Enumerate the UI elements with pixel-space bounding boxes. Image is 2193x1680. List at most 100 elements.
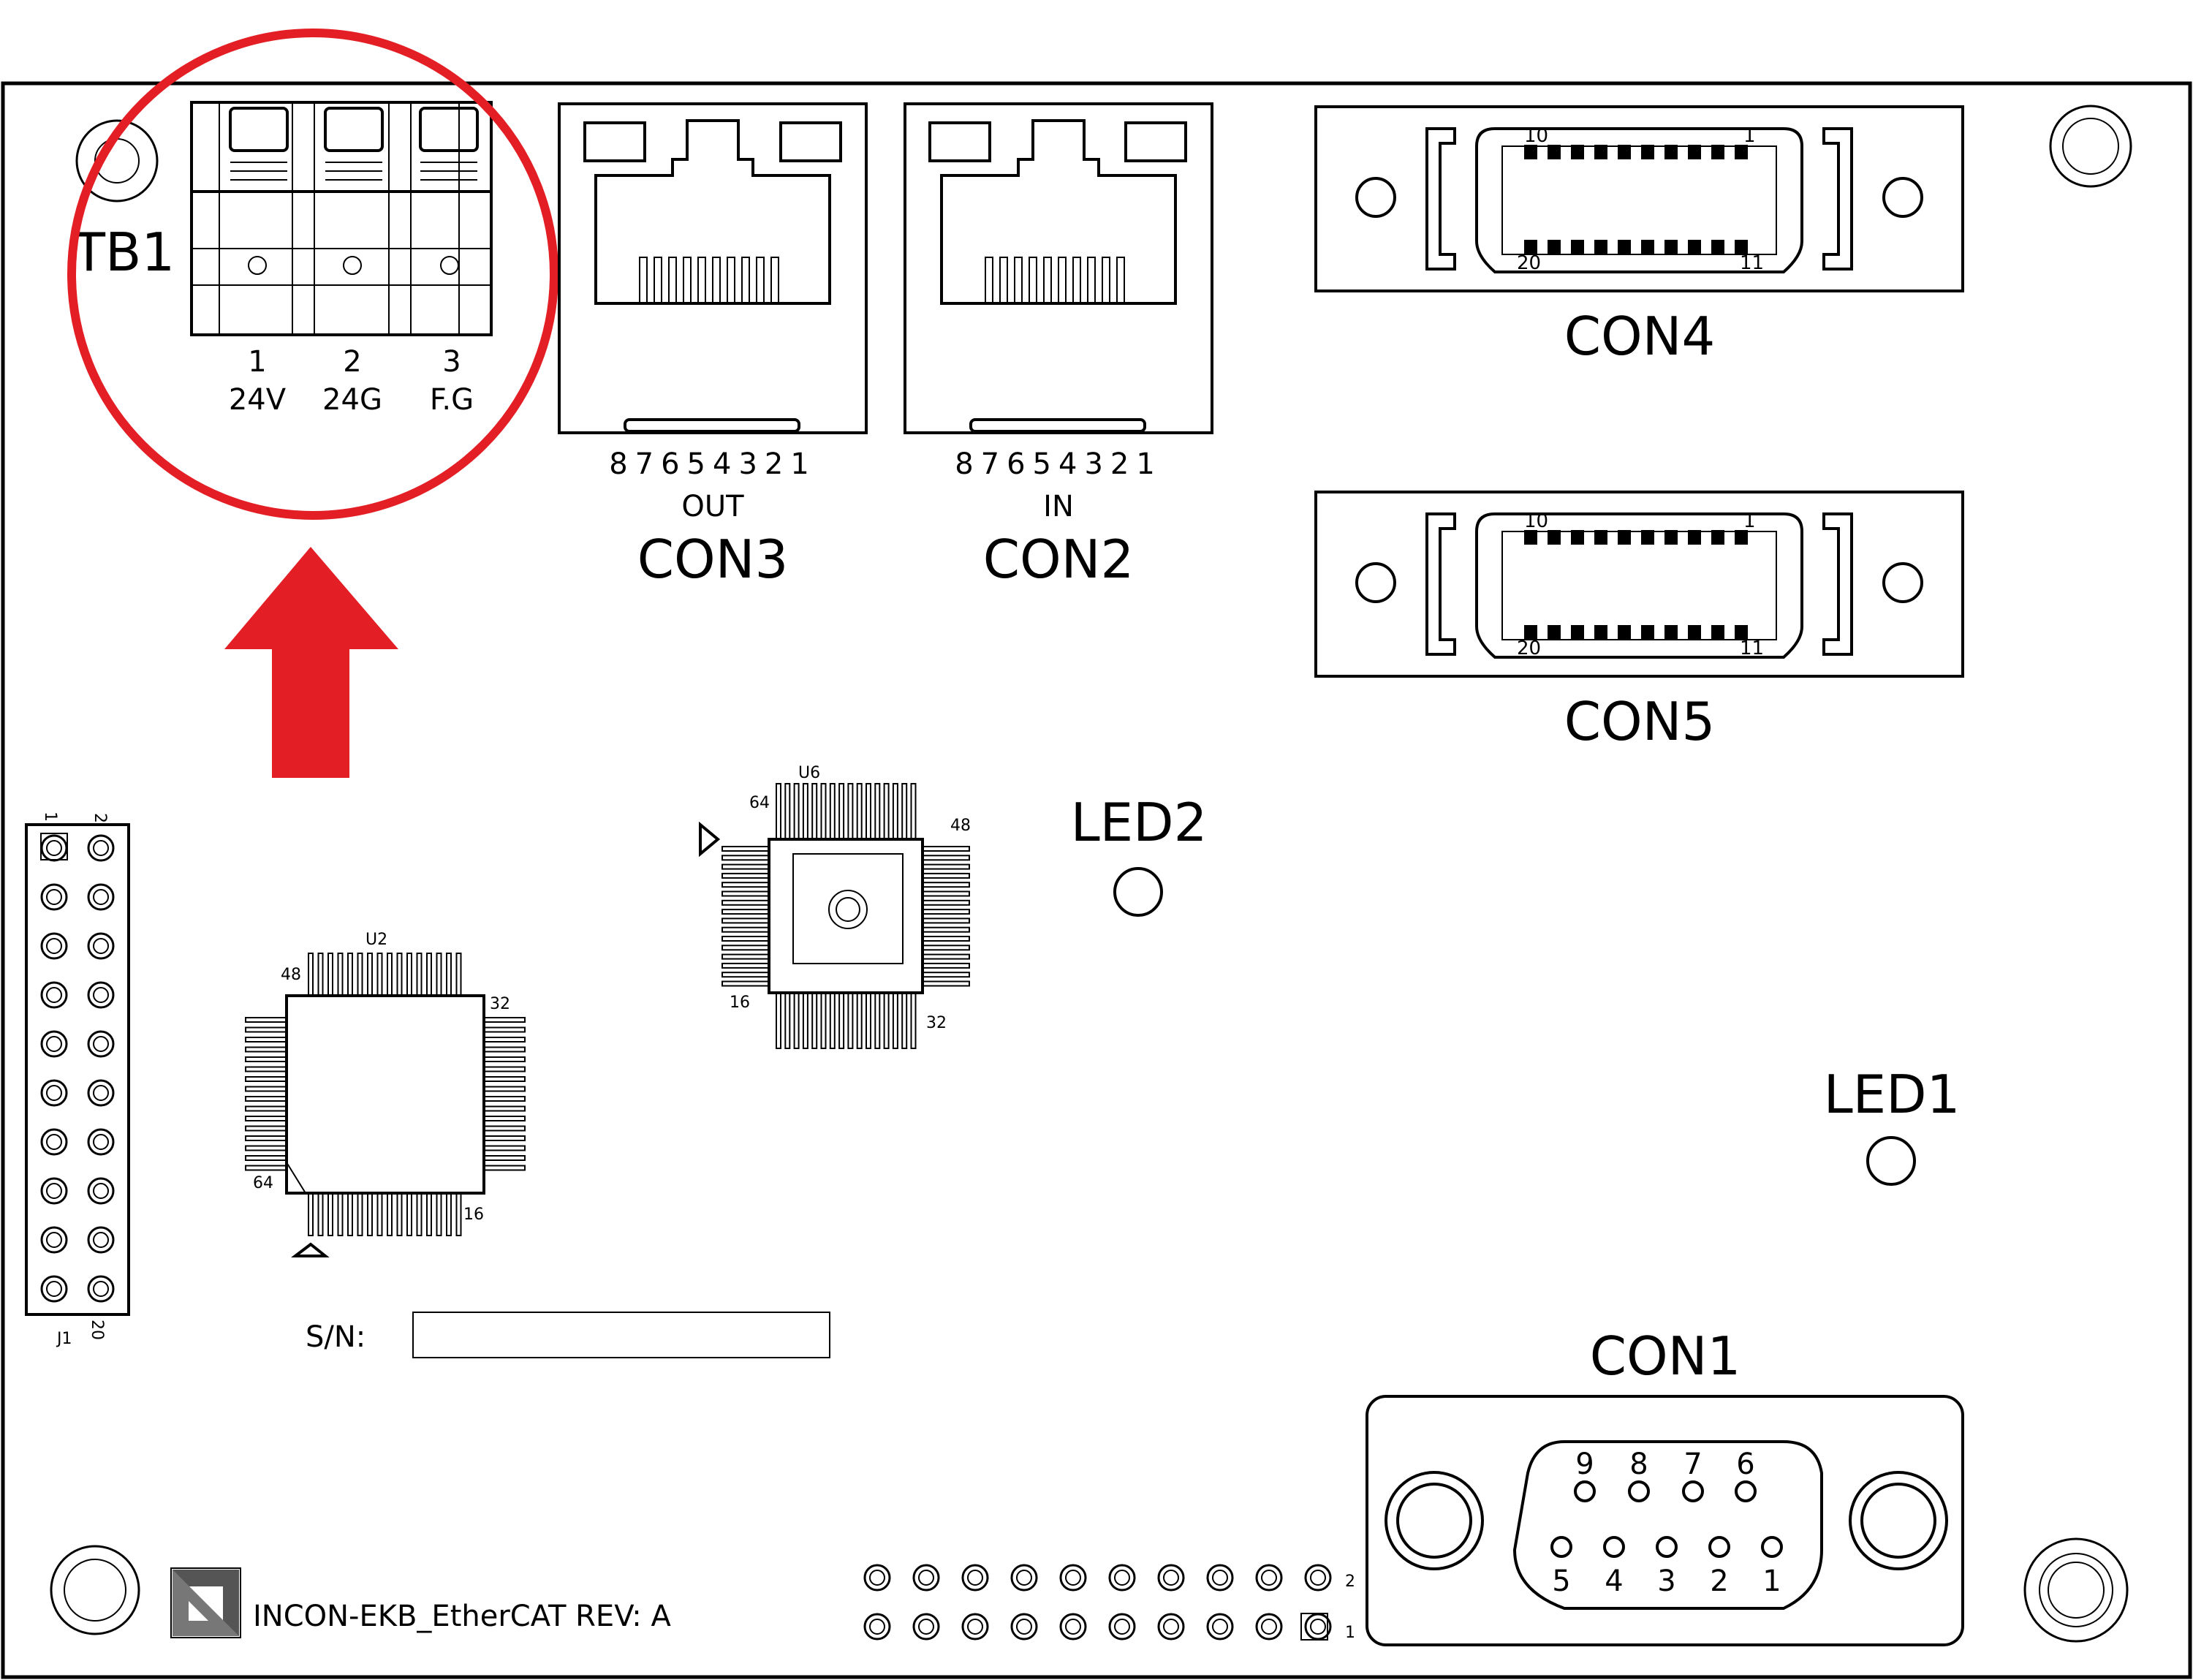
chip-lead bbox=[892, 783, 898, 840]
chip-lead bbox=[387, 1192, 393, 1236]
con5-connector bbox=[1314, 491, 1964, 678]
chip-lead bbox=[721, 909, 770, 915]
chip-lead bbox=[866, 992, 871, 1049]
u6-pin-64: 64 bbox=[749, 794, 770, 812]
header-pin bbox=[87, 1128, 115, 1156]
chip-lead bbox=[483, 1056, 526, 1062]
header-pin-hole bbox=[93, 1036, 109, 1052]
chip-lead bbox=[406, 1192, 412, 1236]
header-pin-hole bbox=[1261, 1570, 1277, 1586]
con4-pin-20: 20 bbox=[1517, 252, 1541, 274]
header-pin-hole bbox=[93, 889, 109, 905]
chip-lead bbox=[721, 890, 770, 897]
chip-lead bbox=[802, 992, 808, 1049]
manufacturer-logo bbox=[170, 1567, 241, 1638]
header-pin bbox=[1304, 1613, 1332, 1641]
chip-lead bbox=[829, 992, 836, 1049]
header-pin-hole bbox=[93, 1085, 109, 1101]
chip-lead bbox=[721, 962, 770, 969]
j1-pin-header bbox=[25, 823, 130, 1316]
chip-lead bbox=[245, 1145, 287, 1151]
chip-lead bbox=[856, 992, 863, 1049]
led2-label: LED2 bbox=[1071, 792, 1208, 853]
chip-lead bbox=[922, 890, 970, 897]
u2-chip bbox=[245, 953, 526, 1257]
u2-pin-48: 48 bbox=[281, 966, 301, 984]
header-pin-hole bbox=[93, 1183, 109, 1199]
chip-lead bbox=[436, 1192, 442, 1236]
header-pin bbox=[87, 834, 115, 862]
chip-lead bbox=[922, 926, 970, 933]
tb1-terminal-block bbox=[190, 101, 493, 336]
header-pin-hole bbox=[46, 1281, 62, 1297]
header-pin-hole bbox=[46, 1232, 62, 1248]
chip-lead bbox=[367, 953, 373, 996]
chip-lead bbox=[245, 1037, 287, 1043]
board-outline bbox=[1, 81, 2192, 1679]
con4-pin-1: 1 bbox=[1743, 125, 1756, 147]
chip-lead bbox=[483, 1066, 526, 1072]
header-pin bbox=[40, 1177, 68, 1205]
chip-lead bbox=[922, 953, 970, 960]
header-pin bbox=[40, 1226, 68, 1254]
chip-lead bbox=[820, 992, 827, 1049]
u6-pin-32: 32 bbox=[926, 1014, 947, 1032]
header-pin bbox=[40, 1079, 68, 1107]
header-pin-hole bbox=[1163, 1619, 1179, 1635]
chip-lead bbox=[308, 1192, 314, 1236]
chip-lead bbox=[721, 972, 770, 978]
chip-lead bbox=[245, 1116, 287, 1121]
chip-lead bbox=[455, 953, 462, 996]
chip-lead bbox=[245, 1056, 287, 1062]
con5-pin-10: 10 bbox=[1524, 510, 1548, 532]
con2-rj45-connector bbox=[904, 102, 1213, 434]
con1-pin-5: 5 bbox=[1552, 1564, 1570, 1598]
header-pin bbox=[87, 1079, 115, 1107]
chip-lead bbox=[245, 1155, 287, 1161]
chip-lead bbox=[483, 1086, 526, 1092]
u2-label: U2 bbox=[366, 931, 387, 949]
chip-lead bbox=[721, 872, 770, 879]
led2-pad bbox=[1113, 867, 1163, 917]
header-pin bbox=[87, 932, 115, 960]
chip-lead bbox=[327, 953, 333, 996]
header-pin bbox=[1108, 1564, 1136, 1592]
chip-lead bbox=[337, 953, 344, 996]
chip-lead bbox=[483, 1017, 526, 1023]
chip-lead bbox=[922, 962, 970, 969]
chip-lead bbox=[483, 1155, 526, 1161]
bottom-pin-header bbox=[863, 1564, 1332, 1641]
chip-lead bbox=[829, 783, 836, 840]
chip-lead bbox=[367, 1192, 373, 1236]
j1-label: J1 bbox=[56, 1330, 72, 1348]
bottom-header-pin-2: 2 bbox=[1345, 1573, 1355, 1591]
chip-lead bbox=[376, 953, 383, 996]
con1-pin-8: 8 bbox=[1629, 1448, 1648, 1481]
con3-direction: OUT bbox=[681, 490, 744, 523]
con1-pin-1: 1 bbox=[1762, 1564, 1781, 1598]
header-pin-hole bbox=[1114, 1570, 1130, 1586]
chip-lead bbox=[347, 1192, 353, 1236]
chip-lead bbox=[820, 783, 827, 840]
chip-lead bbox=[396, 953, 403, 996]
chip-lead bbox=[245, 1135, 287, 1141]
chip-lead bbox=[793, 783, 800, 840]
chip-lead bbox=[922, 945, 970, 951]
chip-lead bbox=[483, 1116, 526, 1121]
u2-pin-16: 16 bbox=[463, 1206, 484, 1224]
header-pin-hole bbox=[967, 1570, 983, 1586]
chip-lead bbox=[245, 1026, 287, 1033]
chip-lead bbox=[922, 863, 970, 870]
chip-lead bbox=[784, 783, 791, 840]
chip-lead bbox=[387, 953, 393, 996]
mounting-hole-bottom-left bbox=[50, 1545, 140, 1635]
header-pin bbox=[1108, 1613, 1136, 1641]
header-pin bbox=[1255, 1564, 1283, 1592]
con1-pin-6: 6 bbox=[1736, 1448, 1754, 1481]
chip-lead bbox=[245, 1105, 287, 1112]
chip-lead bbox=[483, 1096, 526, 1102]
chip-lead bbox=[922, 855, 970, 861]
con5-pin-20: 20 bbox=[1517, 637, 1541, 659]
highlight-arrow-icon bbox=[224, 547, 398, 778]
